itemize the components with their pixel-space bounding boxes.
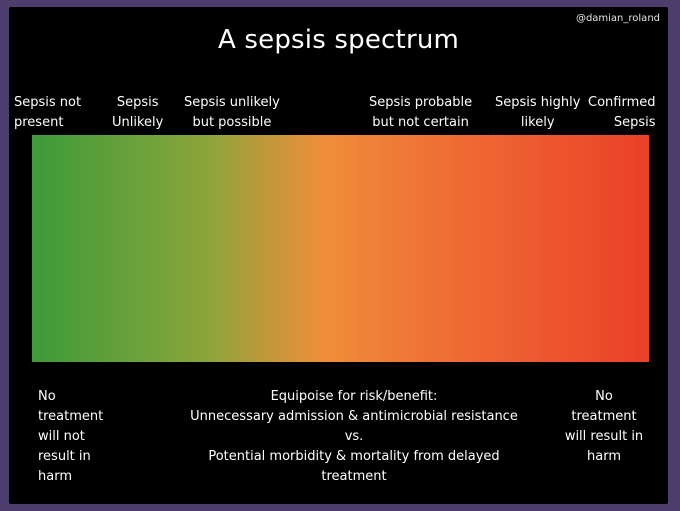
category-label: Confirmed Sepsis [588, 95, 656, 130]
category-sepsis-unlikely-but-possible: Sepsis unlikely but possible [184, 93, 280, 133]
author-handle: @damian_roland [575, 13, 660, 24]
note-text: No treatment will result in harm [564, 389, 644, 464]
slide-title: A sepsis spectrum [217, 25, 460, 55]
category-label: Sepsis probable but not certain [369, 95, 473, 130]
category-sepsis-unlikely: Sepsis Unlikely [112, 93, 163, 133]
category-label: Sepsis not present [14, 95, 82, 130]
category-confirmed-sepsis: Confirmed Sepsis [588, 93, 656, 133]
spectrum-gradient-bar [32, 135, 649, 362]
category-sepsis-highly-likely: Sepsis highly likely [495, 93, 580, 133]
note-text: No treatment will not result in harm [38, 389, 104, 484]
note-no-treatment-no-harm: No treatment will not result in harm [38, 387, 103, 487]
category-label: Sepsis unlikely but possible [184, 95, 280, 130]
note-text: Equipoise for risk/benefit: Unnecessary … [190, 389, 518, 484]
category-sepsis-not-present: Sepsis not present [14, 93, 81, 133]
note-equipoise: Equipoise for risk/benefit: Unnecessary … [181, 387, 527, 487]
slide: @damian_roland A sepsis spectrum Sepsis … [9, 7, 668, 504]
category-label: Sepsis highly likely [495, 95, 581, 130]
note-no-treatment-harm: No treatment will result in harm [558, 387, 650, 467]
category-label: Sepsis Unlikely [112, 95, 164, 130]
category-sepsis-probable: Sepsis probable but not certain [369, 93, 472, 133]
